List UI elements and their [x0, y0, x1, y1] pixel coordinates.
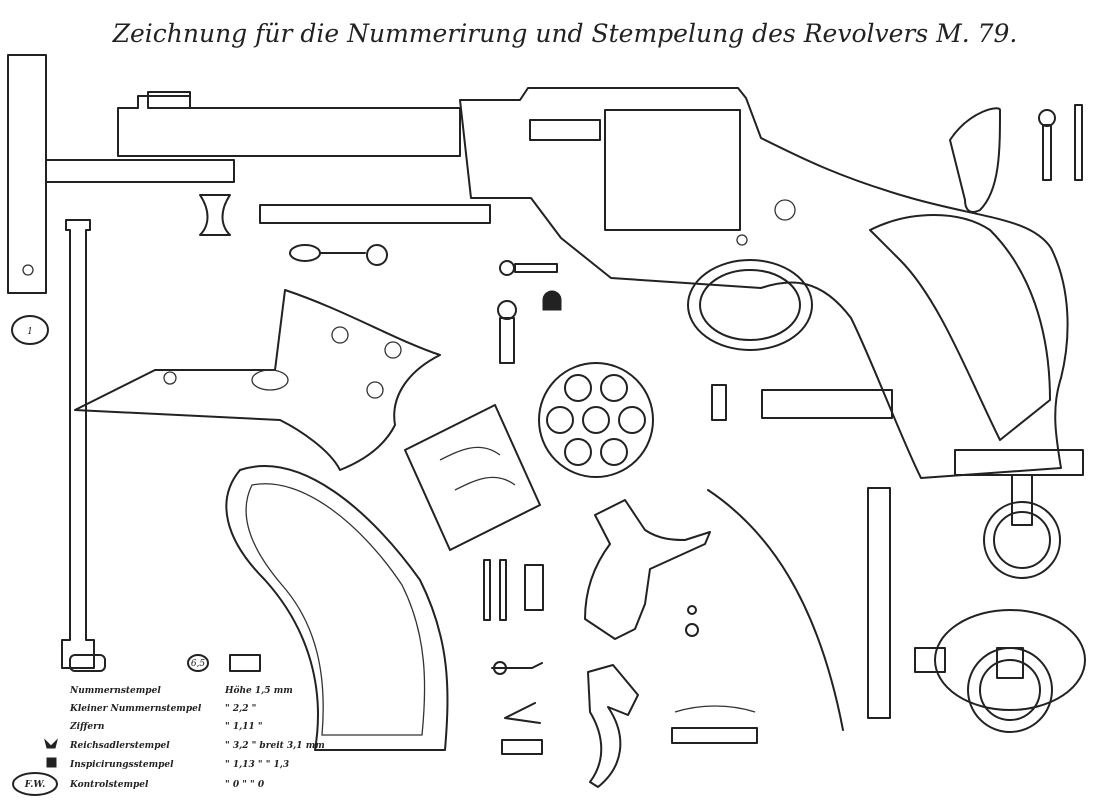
cleaning-rod [61, 219, 95, 669]
legend-value: " 2,2 " [225, 704, 256, 714]
legend-label: Reichsadlerstempel [69, 741, 170, 751]
eagle-stamp-icon [44, 738, 58, 749]
legend-label: Nummernstempel [69, 686, 161, 696]
legend-value: " 3,2 " breit 3,1 mm [225, 741, 325, 751]
pins-center [497, 260, 562, 364]
ramrod-t-tool [7, 54, 235, 294]
inspection-stamp-icon [46, 757, 57, 768]
marker-circle-1: 1 [11, 315, 49, 345]
key-part [289, 244, 388, 266]
main-spring [707, 489, 844, 731]
legend-value: " 0 " " 0 [225, 780, 265, 790]
cylinder-front-view [538, 362, 654, 478]
hammer-spring-plate [949, 107, 1001, 213]
small-pins-bottom [483, 559, 758, 755]
tall-bar [867, 487, 891, 719]
legend-value: " 1,13 " " 1,3 [225, 760, 289, 770]
trigger [587, 664, 639, 788]
legend-label: Kleiner Nummernstempel [69, 704, 202, 714]
svg-text:1: 1 [27, 327, 33, 337]
legend-label: Kontrolstempel [69, 780, 149, 790]
small-block [711, 384, 727, 421]
legend-label: Inspicirungsstempel [69, 760, 174, 770]
revolver-assembled [117, 87, 1084, 579]
legend-value: " 1,11 " [225, 722, 263, 732]
cylinder-side-view [404, 404, 541, 551]
drawing-title: Zeichnung für die Nummerirung und Stempe… [112, 19, 1018, 48]
side-plate [74, 289, 441, 471]
legend-label: Ziffern [69, 722, 104, 732]
marker-small-circle: 6,5 [187, 654, 209, 672]
hammer [584, 499, 711, 640]
svg-text:6,5: 6,5 [191, 659, 206, 669]
legend-value: Höhe 1,5 mm [224, 685, 293, 696]
ejector-rod [199, 194, 491, 236]
stamp-legend: 6,5 Nummernstempel Höhe 1,5 mm Kleiner N… [12, 654, 325, 796]
grip-plate [225, 465, 449, 751]
butt-cap-bottom-view [914, 609, 1086, 733]
svg-text:F.W.: F.W. [24, 780, 45, 790]
frame-pin [761, 389, 893, 419]
screws-top [1038, 104, 1083, 181]
stamp-mark: F.W. [12, 772, 58, 796]
